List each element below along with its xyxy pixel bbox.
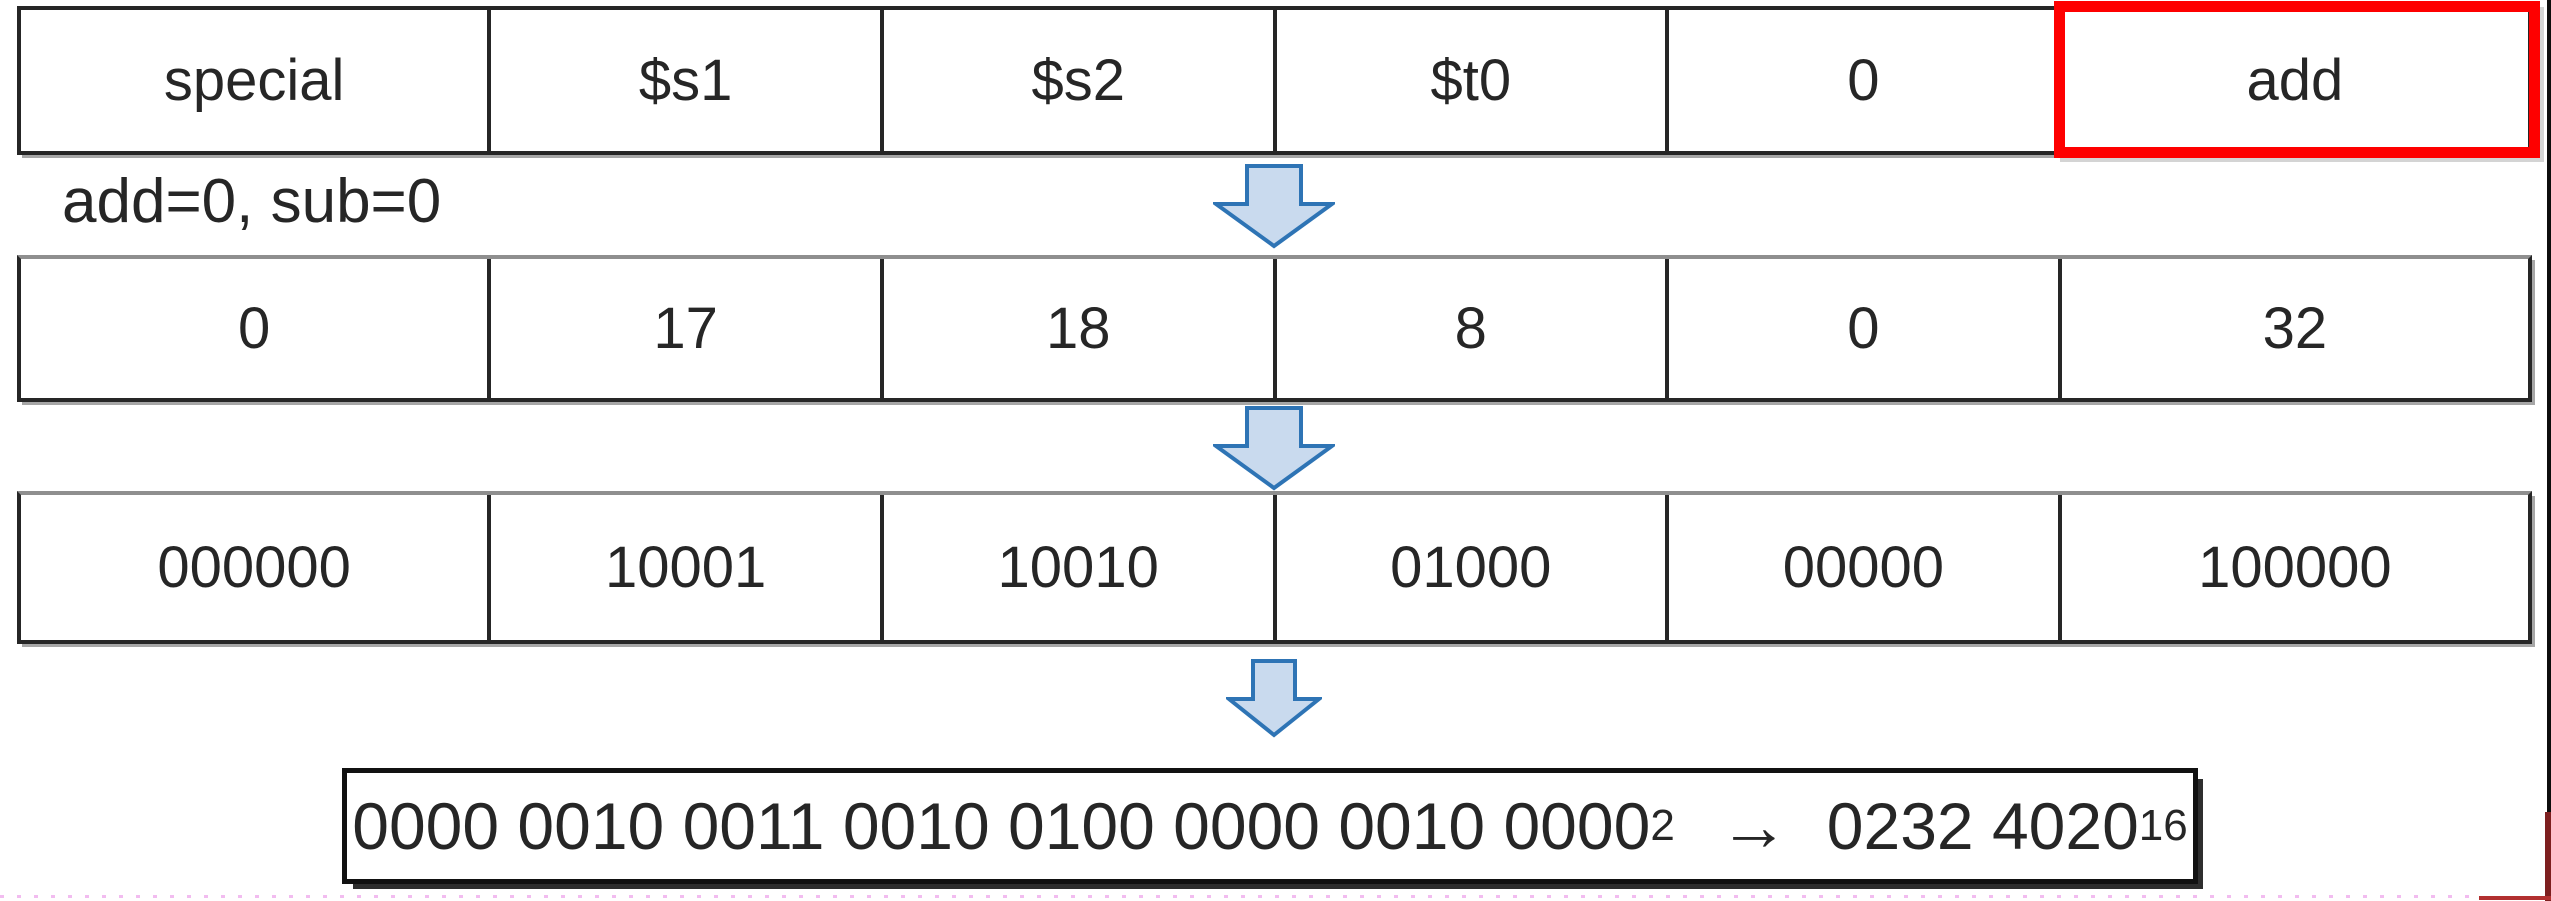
cell-text: special: [163, 48, 345, 113]
field-cell-rt: $s2: [879, 10, 1273, 151]
cell-text: $s1: [638, 48, 733, 113]
cell-text: 000000: [157, 535, 351, 600]
down-arrow-icon: [1213, 406, 1335, 491]
binary-cell-rt: 10010: [879, 495, 1273, 640]
binary-cell-op: 000000: [21, 495, 487, 640]
screen-edge-black-strip: [2547, 0, 2551, 812]
cell-text: 00000: [1782, 535, 1945, 600]
cell-text: 32: [2262, 296, 2328, 361]
down-arrow-icon: [1226, 659, 1322, 738]
dotted-separator-line: [0, 895, 2482, 898]
hex-result-value: 0232 4020: [1826, 789, 2139, 863]
screen-edge-maroon-strip: [2545, 812, 2551, 901]
cell-text: 0: [1847, 296, 1880, 361]
binary-cell-rd: 01000: [1272, 495, 1666, 640]
cell-text: 17: [653, 296, 718, 361]
cell-text: 0: [238, 296, 271, 361]
cell-text: 0: [1847, 48, 1880, 113]
decimal-cell-op: 0: [21, 259, 487, 398]
cell-text: 10010: [997, 535, 1159, 600]
screen-edge-red-line: [2479, 896, 2551, 900]
decimal-cell-rt: 18: [879, 259, 1273, 398]
decimal-cell-funct: 32: [2057, 259, 2528, 398]
cell-text: 100000: [2198, 535, 2392, 600]
decimal-cell-rs: 17: [487, 259, 880, 398]
field-cell-op: special: [21, 10, 487, 151]
encoding-row-binary: 000000 10001 10010 01000 00000 100000: [17, 491, 2532, 644]
cell-text: 10001: [604, 535, 767, 600]
binary-result-value: 0000 0010 0011 0010 0100 0000 0010 0000: [352, 789, 1651, 863]
encoding-row-fields: special $s1 $s2 $t0 0 add: [17, 1, 2540, 158]
down-arrow-icon: [1213, 164, 1335, 249]
cell-text: 18: [1045, 296, 1111, 361]
decimal-cell-rd: 8: [1272, 259, 1666, 398]
encoding-row-decimal: 0 17 18 8 0 32: [17, 255, 2532, 402]
field-cell-shamt: 0: [1665, 10, 2058, 151]
cell-text: $s2: [1031, 48, 1125, 113]
field-cell-rs: $s1: [487, 10, 880, 151]
right-arrow-icon: →: [1718, 787, 1789, 865]
field-cell-funct: add: [2053, 1, 2540, 158]
binary-cell-funct: 100000: [2057, 495, 2528, 640]
cell-text: add: [2246, 48, 2344, 113]
decimal-cell-shamt: 0: [1665, 259, 2058, 398]
cell-text: 8: [1454, 296, 1487, 361]
binary-cell-shamt: 00000: [1665, 495, 2058, 640]
note-label: add=0, sub=0: [62, 167, 442, 236]
field-cell-rd: $t0: [1272, 10, 1666, 151]
cell-text: $t0: [1430, 48, 1512, 113]
binary-cell-rs: 10001: [487, 495, 880, 640]
cell-text: 01000: [1390, 535, 1552, 600]
